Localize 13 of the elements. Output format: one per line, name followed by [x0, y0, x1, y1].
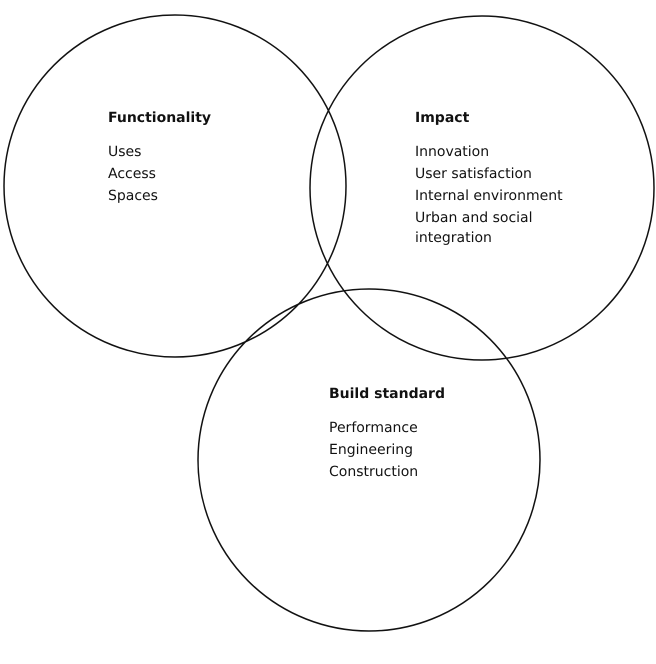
list-item: Access — [108, 165, 157, 184]
list-item: Construction — [329, 463, 420, 482]
list-item: Performance — [329, 419, 419, 438]
circle-heading: Build standard — [329, 385, 445, 404]
list-item: Spaces — [108, 187, 159, 206]
list-item: Uses — [108, 143, 142, 162]
list-item: User satisfaction — [415, 165, 533, 184]
circle-heading: Functionality — [108, 109, 212, 128]
list-item: Internal environment — [415, 187, 564, 206]
list-item: Engineering — [329, 441, 414, 460]
circle-heading: Impact — [415, 109, 470, 128]
list-item: Innovation — [415, 143, 490, 162]
list-item: Urban and social integration — [415, 209, 534, 248]
